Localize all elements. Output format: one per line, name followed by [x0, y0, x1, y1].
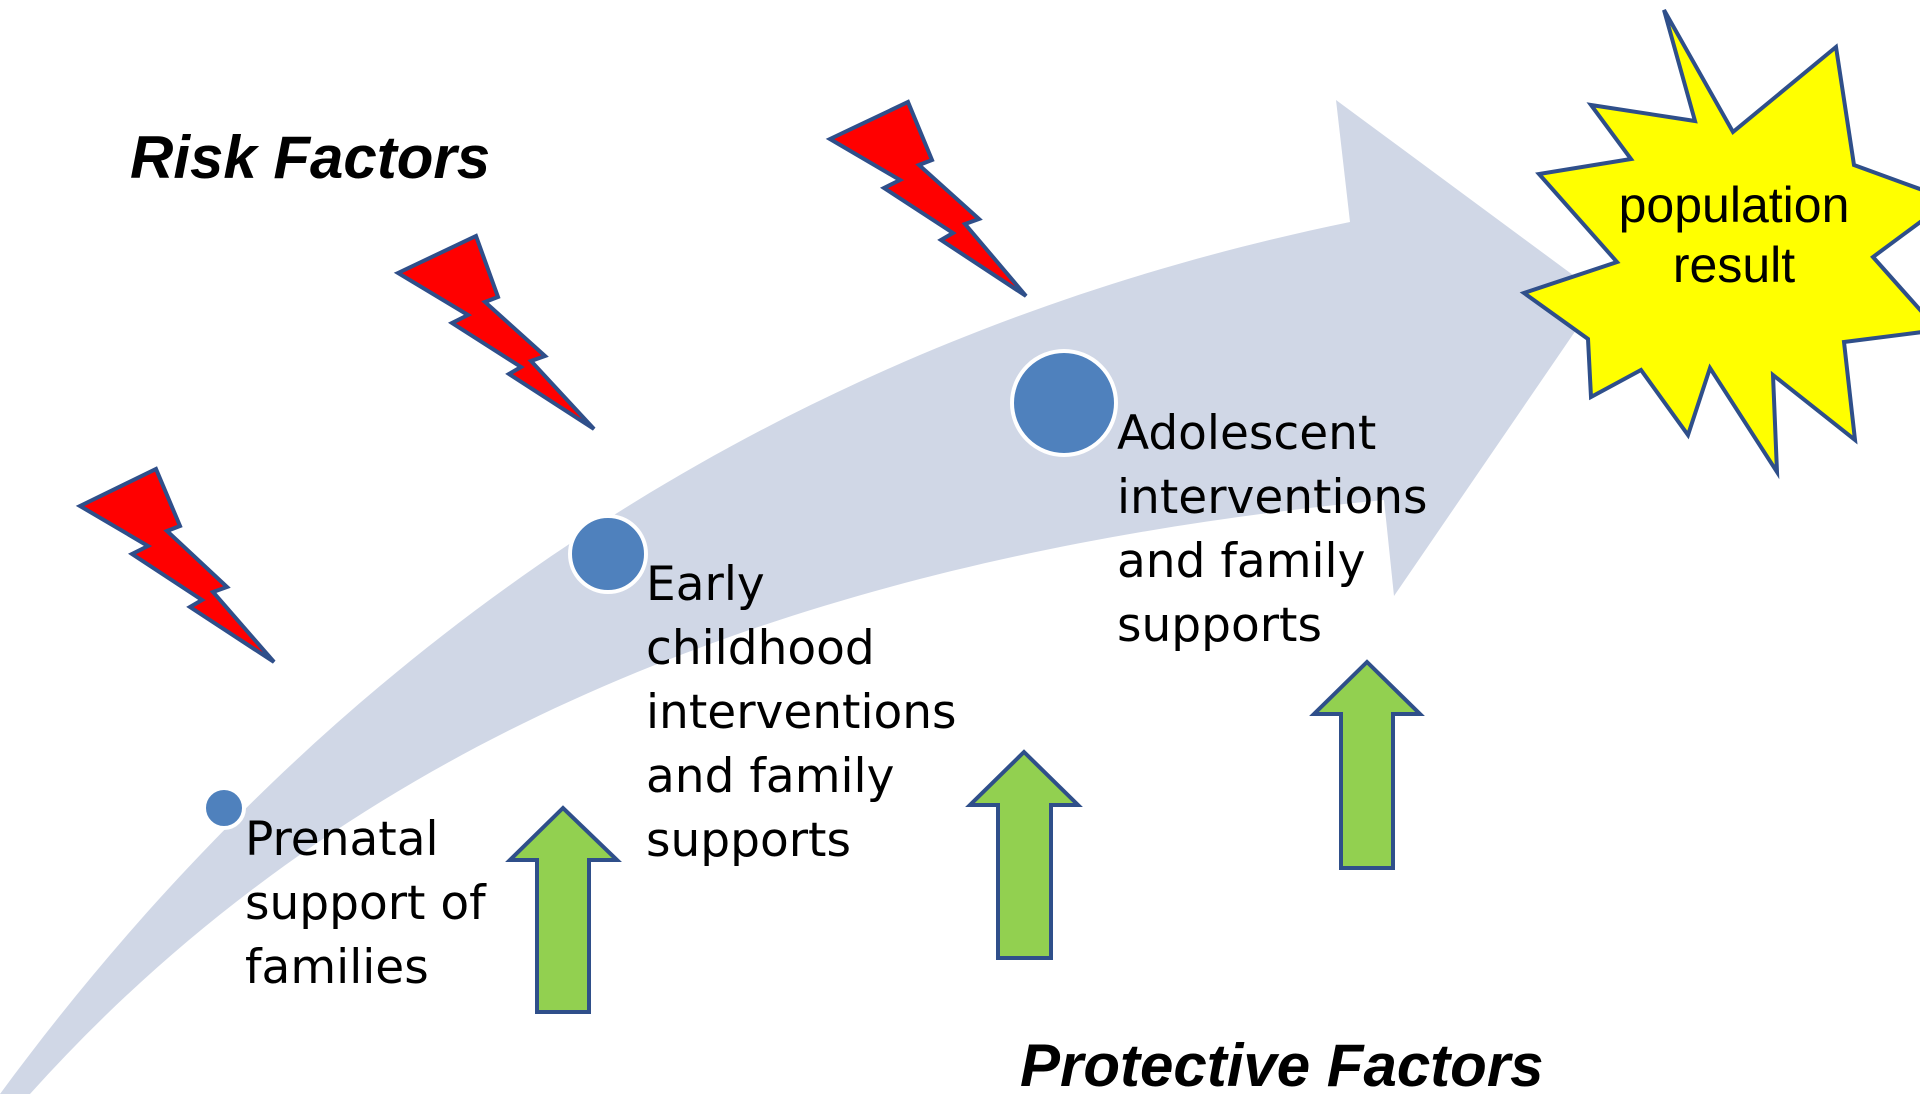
stage-dot-adolescent	[1010, 349, 1118, 457]
stage-dot-early	[568, 514, 648, 594]
stage-label-adolescent: Adolescent interventions and family supp…	[1117, 406, 1428, 653]
pathway-arrow	[0, 100, 1600, 1094]
up-arrow-icon	[505, 805, 622, 1014]
lightning-bolt-icon	[75, 466, 276, 664]
result-label: population result	[1618, 177, 1850, 293]
lightning-bolt-icon	[393, 233, 596, 431]
up-arrow-icon	[1309, 659, 1425, 870]
stage-label-early-childhood: Early childhood interventions and family…	[646, 557, 957, 868]
stage-label-prenatal: Prenatal support of families	[245, 812, 486, 995]
result-starburst	[1519, 9, 1920, 480]
protective-factors-heading: Protective Factors	[1020, 1032, 1544, 1099]
up-arrow-icon	[965, 749, 1083, 960]
lightning-bolt-icon	[825, 99, 1028, 298]
risk-factors-heading: Risk Factors	[130, 124, 491, 191]
stage-dot-prenatal	[202, 786, 246, 830]
